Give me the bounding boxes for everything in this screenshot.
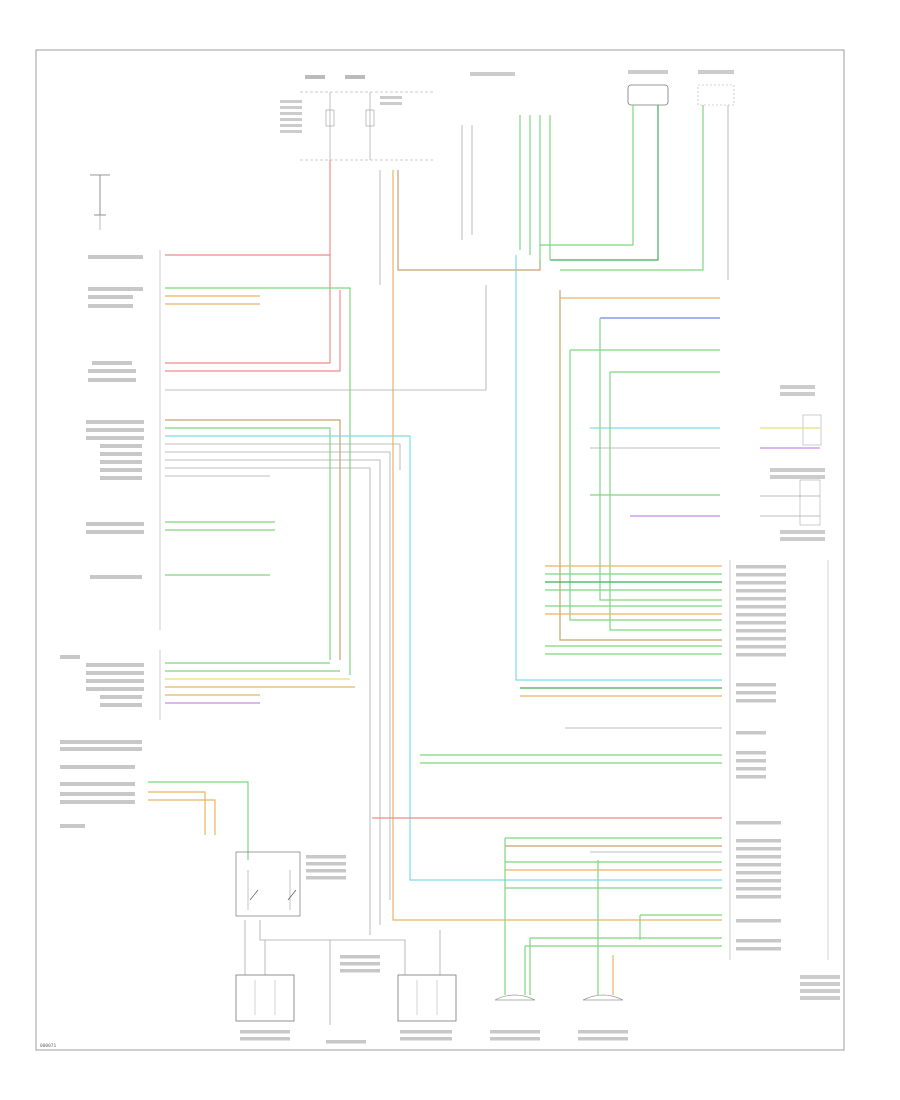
- speaker-connector-top: [470, 70, 735, 106]
- wire-gray-11: [165, 451, 391, 900]
- wire-tan-25: [397, 170, 541, 271]
- tweeter-left-rear: [582, 994, 624, 1001]
- wire-red-1: [165, 160, 331, 256]
- wire-green-4: [165, 287, 351, 675]
- wire-green-53: [569, 350, 722, 621]
- amplifier-connector-right: [729, 385, 840, 1000]
- wire-dkgreen-29: [550, 105, 659, 261]
- wire-red-2: [165, 255, 331, 364]
- wire-cyan-9: [165, 435, 722, 881]
- fuse-labels: [280, 75, 402, 133]
- wire-green-84: [148, 781, 249, 860]
- diagram-border: [35, 49, 845, 1051]
- wire-gray-10: [165, 443, 401, 470]
- wire-green-8: [165, 427, 331, 660]
- fuse-block: [300, 91, 435, 161]
- wire-orange-86: [148, 799, 216, 835]
- speaker-right-rear: [397, 974, 457, 1022]
- tweeter-right-rear: [494, 994, 536, 1001]
- antenna-icon: [90, 174, 110, 216]
- wire-orange-85: [148, 791, 206, 835]
- wire-green-28: [540, 105, 634, 246]
- wire-gray-87: [259, 920, 406, 975]
- wire-green-52: [599, 318, 722, 601]
- right-labels: [736, 565, 786, 951]
- wire-gray-27: [165, 285, 487, 391]
- bottom-labels: [240, 855, 628, 1044]
- wire-harness: [99, 105, 820, 1025]
- balance-control-module: [235, 851, 301, 917]
- wire-green-54: [609, 372, 722, 631]
- wire-tan-38: [559, 290, 722, 641]
- wire-cyan-43: [515, 255, 722, 681]
- wire-gray-12: [165, 459, 381, 925]
- wire-orange-24: [392, 170, 722, 921]
- wire-tan-7: [165, 419, 341, 660]
- wire-green-30: [560, 105, 704, 271]
- wire-gray-13: [165, 467, 371, 935]
- wire-red-3: [165, 290, 341, 372]
- speaker-left-rear: [235, 974, 295, 1022]
- figure-id: 000071: [40, 1043, 57, 1049]
- left-labels: [60, 255, 144, 828]
